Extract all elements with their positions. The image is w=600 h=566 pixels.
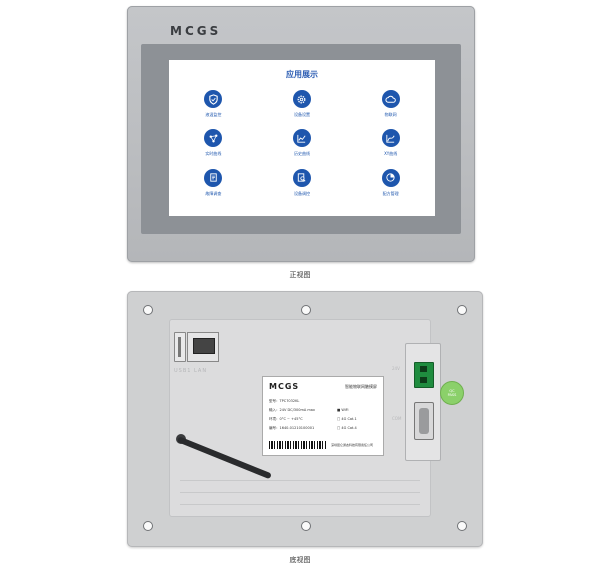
back-recess: USB1 LAN MCGS 智能物联网触摸屏 型号：TPC7032KL 输入：2…: [169, 319, 431, 517]
app-item-history-curve[interactable]: 历史曲线: [258, 129, 347, 168]
xy-chart-icon: [381, 129, 400, 148]
back-caption: 底视图: [289, 556, 311, 564]
front-caption: 正视图: [289, 271, 311, 279]
app-label: 历史曲线: [293, 151, 310, 157]
cloud-icon: [381, 90, 400, 108]
usb-port[interactable]: [174, 332, 186, 362]
pass-text: PASS: [447, 393, 457, 397]
ethernet-port[interactable]: [187, 332, 219, 362]
front-panel: MCGS 应用展示 液温监控 设备设置: [127, 6, 475, 262]
label-row-env: 环境：0°C ~ +45°C: [269, 417, 303, 422]
label-row-model: 型号：TPC7032KL: [269, 399, 299, 404]
option-4g-cat1: □ 4G Cat.1: [337, 417, 357, 421]
env-label: 环境：: [269, 417, 280, 421]
option-wifi: ■ WiFi: [337, 408, 349, 412]
side-connector-module: 24V COM: [392, 343, 441, 461]
app-label: 配方管理: [382, 190, 399, 196]
front-bezel-inner: 应用展示 液温监控 设备设置: [141, 44, 461, 234]
app-label: 物联网: [384, 112, 397, 117]
power-text: 24V: [392, 366, 400, 371]
network-icon: [204, 129, 223, 148]
env-value: 0°C ~ +45°C: [279, 417, 303, 421]
screw-icon: [301, 521, 311, 531]
app-item-xy-curve[interactable]: XY曲线: [346, 129, 435, 168]
model-value: TPC7032KL: [279, 399, 300, 403]
serial-value: 1640-01210100001: [279, 426, 315, 430]
pie-chart-icon: [381, 168, 400, 187]
screw-icon: [143, 521, 153, 531]
label-brand: MCGS: [269, 382, 300, 391]
app-label: XY曲线: [384, 151, 398, 157]
option-text: WiFi: [341, 408, 349, 412]
screen-title: 应用展示: [286, 70, 318, 79]
hmi-screen: 应用展示 液温监控 设备设置: [169, 60, 435, 216]
report-icon: [204, 168, 223, 187]
app-item-fault-report[interactable]: 故障调查: [169, 168, 258, 208]
search-icon: [292, 168, 311, 187]
product-label: MCGS 智能物联网触摸屏 型号：TPC7032KL 输入：24V DC/300…: [262, 376, 384, 456]
label-company: 深圳昆仑通态科技有限责任公司: [331, 443, 374, 447]
screw-icon: [301, 305, 311, 315]
app-label: 故障调查: [205, 190, 222, 196]
option-text: 4G Cat.1: [341, 417, 357, 421]
label-title: 智能物联网触摸屏: [345, 384, 377, 389]
app-item-device-control[interactable]: 设备调控: [258, 168, 347, 208]
front-brand-logo: MCGS: [170, 24, 222, 38]
screw-icon: [457, 305, 467, 315]
qc-text: QC: [449, 389, 455, 393]
vent-line: [180, 492, 420, 493]
serial-port[interactable]: [414, 402, 434, 440]
barcode: [269, 441, 327, 449]
app-item-monitor[interactable]: 液温监控: [169, 90, 258, 129]
app-item-settings[interactable]: 设备设置: [258, 90, 347, 129]
option-text: 4G Cat.4: [341, 426, 357, 430]
app-item-recipe[interactable]: 配方管理: [346, 168, 435, 208]
label-row-serial: 编号：1640-01210100001: [269, 426, 314, 431]
power-connector[interactable]: [414, 362, 434, 388]
gear-icon: [292, 90, 311, 108]
app-label: 实时曲线: [205, 151, 222, 157]
app-item-realtime-curve[interactable]: 实时曲线: [169, 129, 258, 168]
model-label: 型号：: [269, 399, 280, 403]
input-label: 输入：: [269, 408, 280, 412]
com-text: COM: [392, 416, 402, 421]
label-row-input: 输入：24V DC/300mA max: [269, 408, 315, 413]
vent-line: [180, 480, 420, 481]
option-4g-cat4: □ 4G Cat.4: [337, 426, 357, 430]
app-label: 液温监控: [205, 112, 222, 117]
app-label: 设备调控: [293, 190, 310, 196]
vent-line: [180, 504, 420, 505]
app-grid: 液温监控 设备设置 物联网: [169, 90, 435, 208]
back-panel: USB1 LAN MCGS 智能物联网触摸屏 型号：TPC7032KL 输入：2…: [127, 291, 483, 547]
line-chart-icon: [292, 129, 311, 148]
screw-icon: [457, 521, 467, 531]
input-value: 24V DC/300mA max: [279, 408, 316, 412]
port-label-text: USB1 LAN: [174, 368, 208, 374]
qc-pass-sticker: QC PASS: [440, 381, 464, 405]
serial-label: 编号：: [269, 426, 280, 430]
shield-icon: [204, 90, 223, 108]
screw-icon: [143, 305, 153, 315]
app-label: 设备设置: [293, 112, 310, 117]
app-item-iot[interactable]: 物联网: [346, 90, 435, 129]
